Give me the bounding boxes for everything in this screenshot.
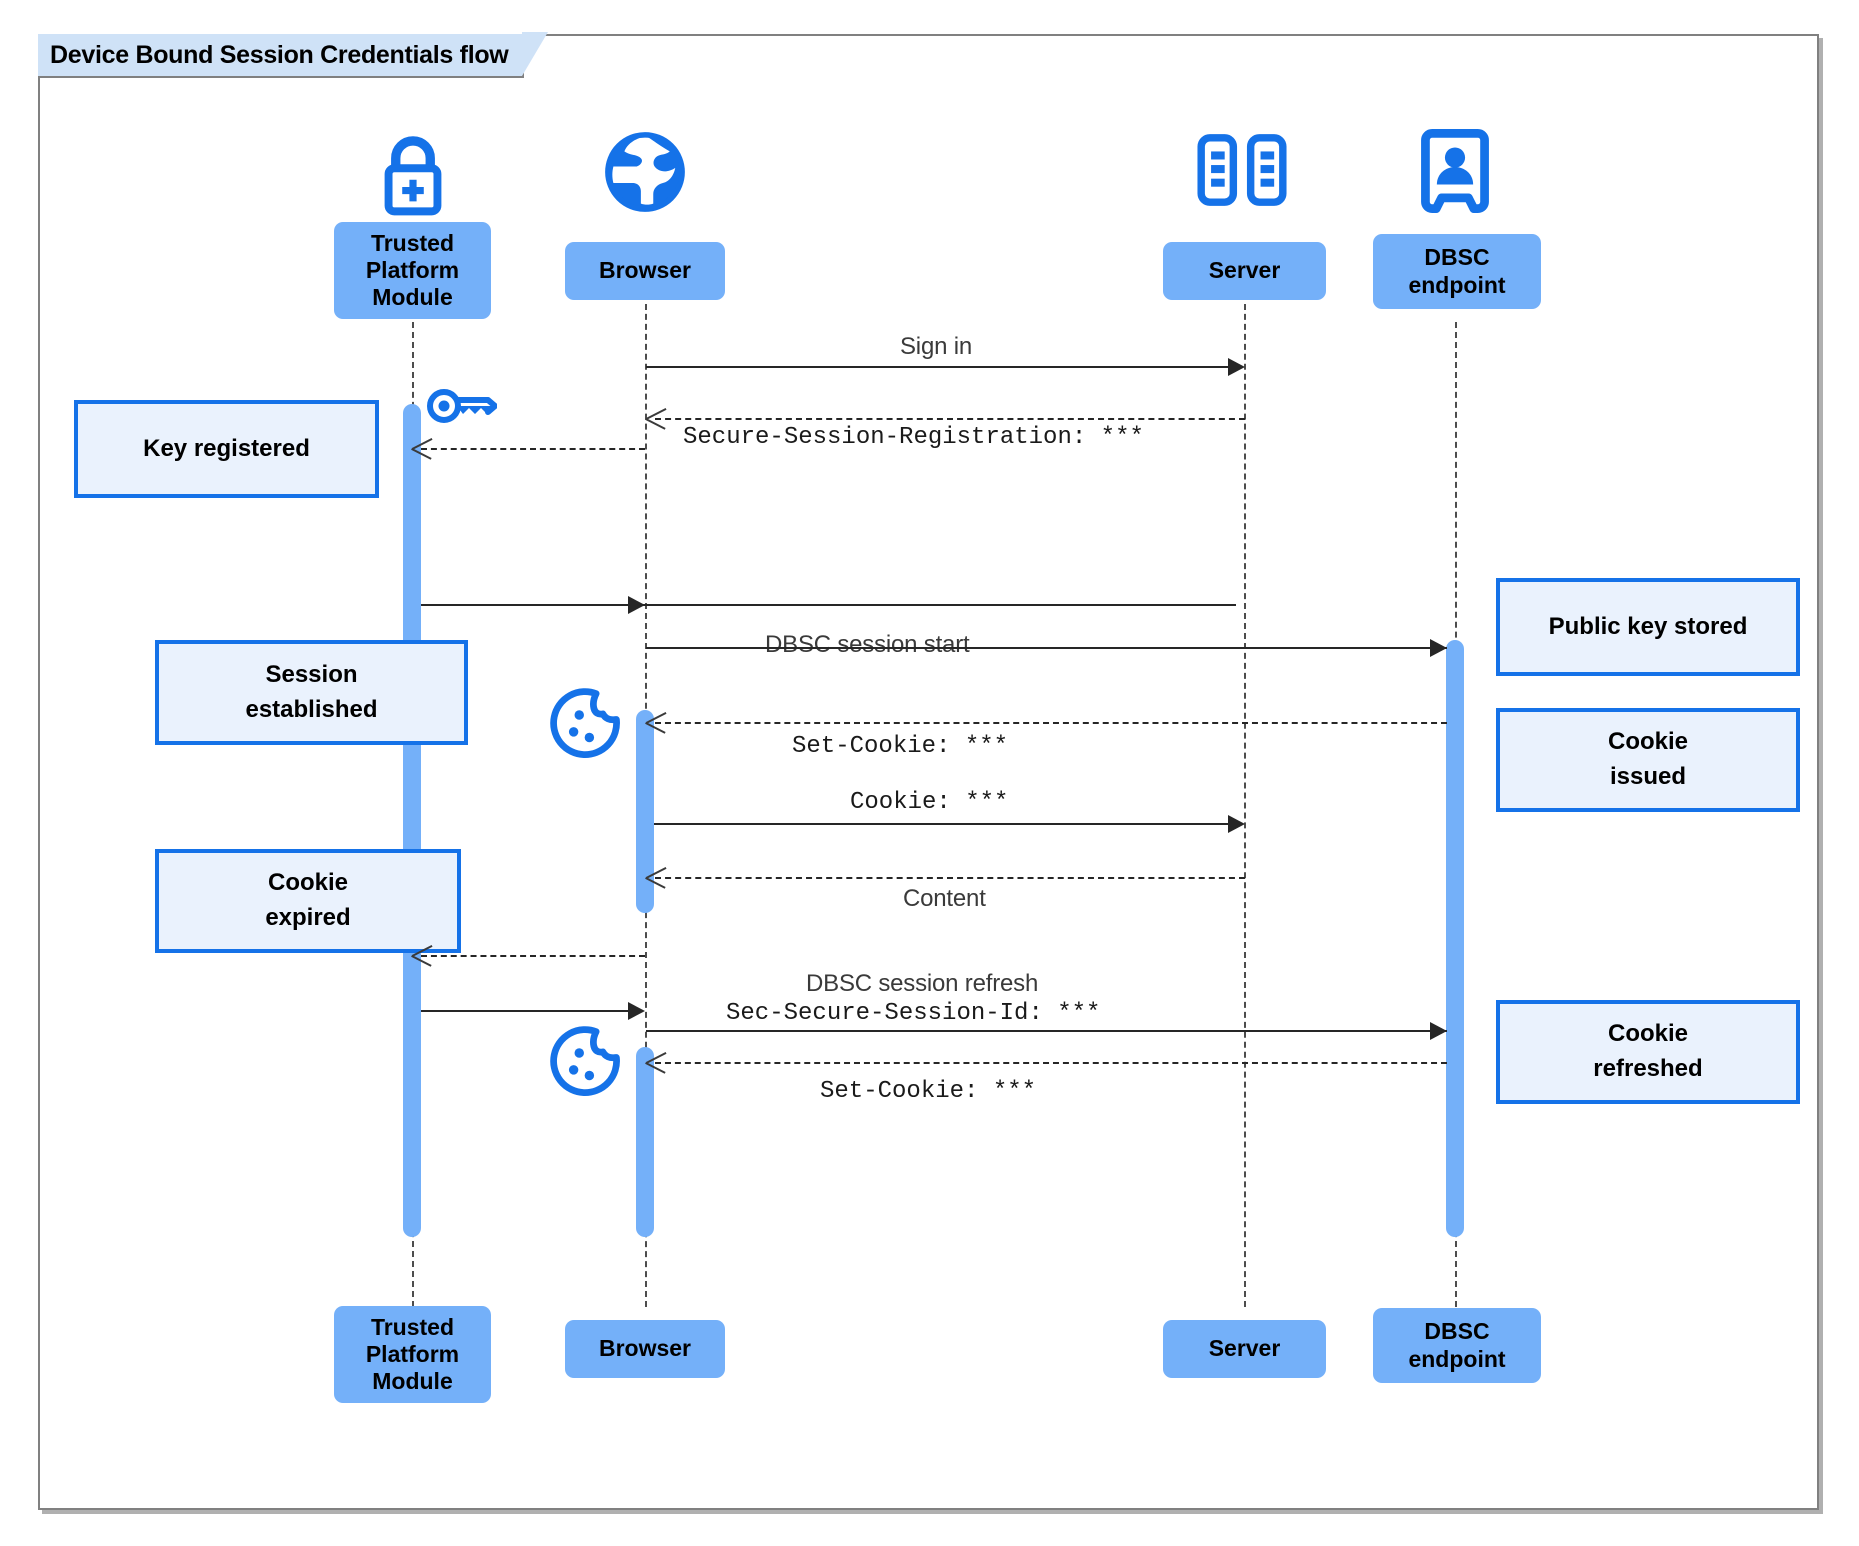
id-badge-icon xyxy=(1421,129,1489,213)
arrowhead-right xyxy=(628,596,645,614)
participant-label-line3: Module xyxy=(372,284,453,311)
message-label-sign-in: Sign in xyxy=(900,333,972,360)
activation-bar-dbsc xyxy=(1446,640,1464,1237)
participant-label-line2: Platform xyxy=(365,1340,460,1367)
participant-box-dbsc-top[interactable]: DBSC endpoint xyxy=(1373,234,1541,309)
participant-label-line3: Module xyxy=(372,1368,453,1395)
message-label-dbsc-session-refresh: DBSC session refresh xyxy=(806,970,1039,997)
message-label-set-cookie-2: Set-Cookie: *** xyxy=(820,1078,1037,1105)
message-line-cookie xyxy=(654,823,1236,825)
note-cookie-expired: Cookie expired xyxy=(155,849,461,953)
participant-box-tpm-bottom[interactable]: Trusted Platform Module xyxy=(334,1306,491,1403)
server-rack-icon xyxy=(1197,134,1287,206)
message-line-tpm-to-browser-refresh xyxy=(421,1010,636,1012)
participant-label: Server xyxy=(1208,1335,1281,1362)
participant-box-browser-top[interactable]: Browser xyxy=(565,242,725,300)
note-text-line2: issued xyxy=(1609,763,1687,790)
key-icon xyxy=(427,389,497,423)
activation-bar-tpm xyxy=(403,404,421,1237)
message-line-set-cookie-2 xyxy=(655,1062,1447,1064)
activation-bar-browser-2 xyxy=(636,1047,654,1237)
lifeline-server xyxy=(1244,284,1246,1307)
message-line-set-cookie-1 xyxy=(655,722,1447,724)
activation-bar-browser-1 xyxy=(636,710,654,913)
note-text-line2: established xyxy=(245,695,378,723)
participant-box-tpm-top[interactable]: Trusted Platform Module xyxy=(334,222,491,319)
message-line-key-registration-to-tpm xyxy=(421,448,645,450)
participant-label: Browser xyxy=(598,1335,692,1362)
message-line-secure-session-registration xyxy=(655,418,1245,420)
arrowhead-left xyxy=(646,867,666,887)
diagram-title-tab: Device Bound Session Credentials flow xyxy=(38,32,549,78)
participant-label-line2: endpoint xyxy=(1408,271,1506,298)
message-line-sec-secure-session-id xyxy=(646,1030,1447,1032)
participant-label: Server xyxy=(1208,257,1281,284)
participant-label: Browser xyxy=(598,257,692,284)
participant-label-line2: Platform xyxy=(365,256,460,283)
arrowhead-right xyxy=(1430,1022,1447,1040)
participant-box-dbsc-bottom[interactable]: DBSC endpoint xyxy=(1373,1308,1541,1383)
arrowhead-left xyxy=(412,438,432,458)
note-text-line2: refreshed xyxy=(1593,1055,1703,1082)
note-text-line2: expired xyxy=(265,904,351,931)
arrowhead-right xyxy=(628,1002,645,1020)
cookie-icon xyxy=(550,1026,620,1096)
message-line-content xyxy=(655,877,1245,879)
arrowhead-right xyxy=(1430,639,1447,657)
arrowhead-left xyxy=(646,408,666,428)
message-label-cookie: Cookie: *** xyxy=(850,789,1009,816)
note-text-line1: Cookie xyxy=(1607,1020,1688,1048)
message-line-browser-to-tpm xyxy=(421,955,645,957)
note-session-established: Session established xyxy=(155,640,468,745)
arrowhead-right xyxy=(1228,815,1245,833)
arrowhead-left xyxy=(646,712,666,732)
note-text-line1: Cookie xyxy=(267,869,348,897)
note-text: Key registered xyxy=(143,434,310,462)
globe-icon xyxy=(605,132,685,212)
note-cookie-refreshed: Cookie refreshed xyxy=(1496,1000,1800,1104)
note-text-line1: Session xyxy=(265,660,358,688)
participant-label-line1: Trusted xyxy=(370,1313,455,1340)
message-line-sign-in xyxy=(646,366,1236,368)
message-label-content: Content xyxy=(903,885,986,912)
message-label-dbsc-session-start: DBSC session start xyxy=(765,631,970,658)
arrowhead-right xyxy=(1228,358,1245,376)
note-key-registered: Key registered xyxy=(74,400,379,498)
message-line-tpm-to-browser xyxy=(421,604,1236,606)
message-line-dbsc-session-start xyxy=(646,647,1447,649)
note-public-key-stored: Public key stored xyxy=(1496,578,1800,676)
participant-label-line1: DBSC xyxy=(1424,244,1490,271)
arrowhead-left xyxy=(412,945,432,965)
note-text: Public key stored xyxy=(1548,612,1748,640)
participant-box-browser-bottom[interactable]: Browser xyxy=(565,1320,725,1378)
participant-box-server-bottom[interactable]: Server xyxy=(1163,1320,1326,1378)
cookie-icon xyxy=(550,688,620,758)
padlock-plus-icon xyxy=(384,136,442,216)
arrowhead-left xyxy=(646,1052,666,1072)
participant-label-line2: endpoint xyxy=(1408,1345,1506,1372)
note-cookie-issued: Cookie issued xyxy=(1496,708,1800,812)
page-title: Device Bound Session Credentials flow xyxy=(50,40,509,69)
message-label-set-cookie-1: Set-Cookie: *** xyxy=(792,733,1009,760)
participant-label-line1: DBSC xyxy=(1424,1318,1490,1345)
participant-box-server-top[interactable]: Server xyxy=(1163,242,1326,300)
message-label-secure-session-registration: Secure-Session-Registration: *** xyxy=(683,424,1144,451)
participant-label-line1: Trusted xyxy=(370,229,455,256)
note-text-line1: Cookie xyxy=(1607,728,1688,756)
message-label-sec-secure-session-id: Sec-Secure-Session-Id: *** xyxy=(726,1000,1101,1027)
